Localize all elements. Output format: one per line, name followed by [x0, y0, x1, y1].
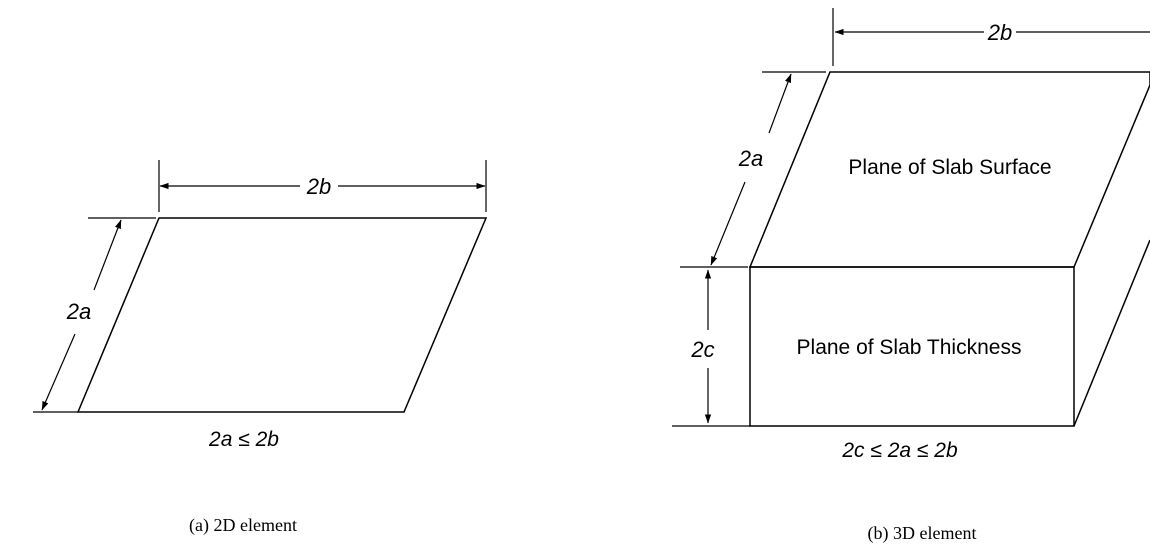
fig-b-depth-dim-top [768, 73, 792, 134]
fig-b-side-edge-bottom [1073, 239, 1150, 427]
fig-b-front-face [749, 266, 1075, 427]
fig-a-2d-element: 2b 2a 2a ≤ 2b (a) 2D element [33, 160, 488, 536]
fig-b-width-label: 2b [987, 20, 1012, 45]
fig-b-condition: 2c ≤ 2a ≤ 2b [841, 439, 958, 462]
fig-a-width-label: 2b [306, 174, 331, 199]
fig-a-height-dim-bottom [41, 333, 76, 411]
fig-b-depth-dim-bottom [710, 181, 746, 266]
fig-b-3d-element: 2b 2a 2c Plane of Slab Surface Plane of … [672, 8, 1150, 544]
fig-a-parallelogram [76, 217, 488, 413]
fig-a-caption: (a) 2D element [189, 515, 297, 536]
fig-b-depth-label: 2a [738, 146, 763, 171]
fig-b-top-face [748, 71, 1150, 268]
fig-b-thickness-label: 2c [690, 337, 714, 362]
fig-a-height-dim-top [93, 219, 122, 291]
fig-b-front-face-label: Plane of Slab Thickness [797, 336, 1022, 359]
fig-a-condition: 2a ≤ 2b [208, 428, 279, 451]
fig-b-caption: (b) 3D element [868, 523, 977, 544]
fig-a-height-label: 2a [66, 299, 91, 324]
fig-b-top-face-label: Plane of Slab Surface [848, 156, 1051, 179]
